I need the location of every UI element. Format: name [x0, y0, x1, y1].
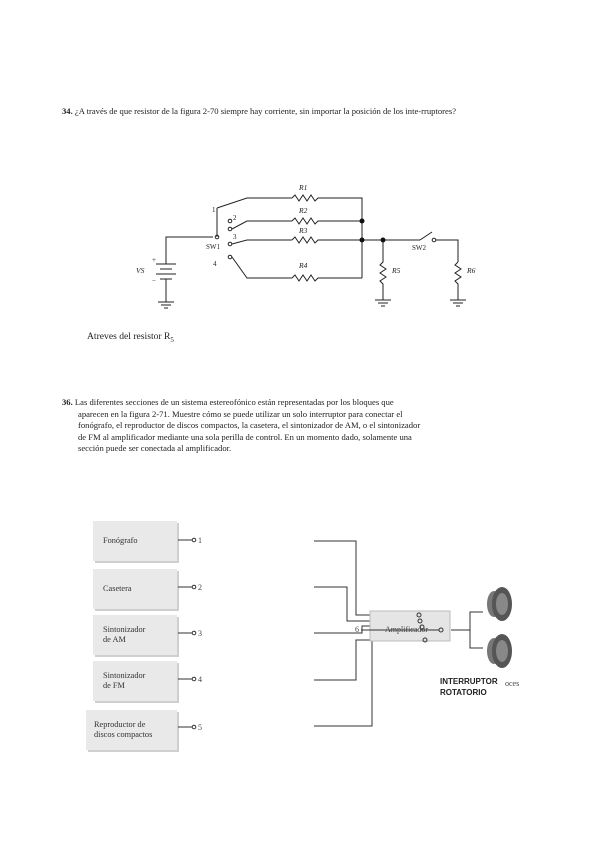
- pos-4: 4: [213, 260, 217, 268]
- junction-dot: [359, 237, 365, 243]
- pos-1: 1: [212, 206, 216, 214]
- block-label: Sintonizador: [103, 671, 146, 680]
- question-line: fonógrafo, el reproductor de discos comp…: [78, 420, 421, 430]
- question-number: 36.: [62, 397, 73, 407]
- vs-label: VS: [136, 266, 145, 275]
- rotary-switch-caption: INTERRUPTOR ROTATORIO: [440, 677, 498, 697]
- sw1-label: SW1: [206, 243, 221, 251]
- question-34: 34. ¿A través de que resistor de la figu…: [62, 106, 552, 118]
- r1-label: R1: [298, 183, 307, 192]
- junction-dot: [380, 237, 386, 243]
- block-label: Fonógrafo: [103, 536, 138, 545]
- answer-text: Atreves del resistor R: [87, 331, 171, 342]
- question-line: de FM al amplificador mediante una sola …: [78, 431, 412, 442]
- block-label: Reproductor de: [94, 720, 146, 729]
- question-text: ¿A través de que resistor de la figura 2…: [72, 106, 457, 116]
- question-line: Las diferentes secciones de un sistema e…: [74, 397, 394, 407]
- r3-label: R3: [298, 226, 308, 235]
- block-label: Sintonizador: [103, 625, 146, 634]
- block-phonograph: Fonógrafo: [93, 521, 177, 561]
- pos-3: 3: [233, 233, 237, 241]
- block-cassette: Casetera: [93, 569, 177, 609]
- question-line: aparecen en la figura 2-71. Muestre cómo…: [78, 408, 403, 419]
- r2-label: R2: [298, 206, 308, 215]
- answer-34: Atreves del resistor R5: [87, 331, 174, 344]
- question-line: sección puede ser conectada al amplifica…: [78, 443, 232, 453]
- question-number: 34.: [62, 106, 73, 116]
- r5-label: R5: [391, 266, 401, 275]
- answer-subscript: 5: [170, 335, 174, 344]
- block-label: Casetera: [103, 584, 132, 593]
- plus-sign: +: [152, 256, 156, 264]
- r6-label: R6: [466, 266, 476, 275]
- question-36: 36. Las diferentes secciones de un siste…: [62, 397, 552, 455]
- pos-2: 2: [233, 214, 237, 222]
- junction-dot: [359, 218, 365, 224]
- r4-label: R4: [298, 261, 308, 270]
- sw2-label: SW2: [412, 244, 427, 252]
- minus-sign: −: [152, 277, 156, 285]
